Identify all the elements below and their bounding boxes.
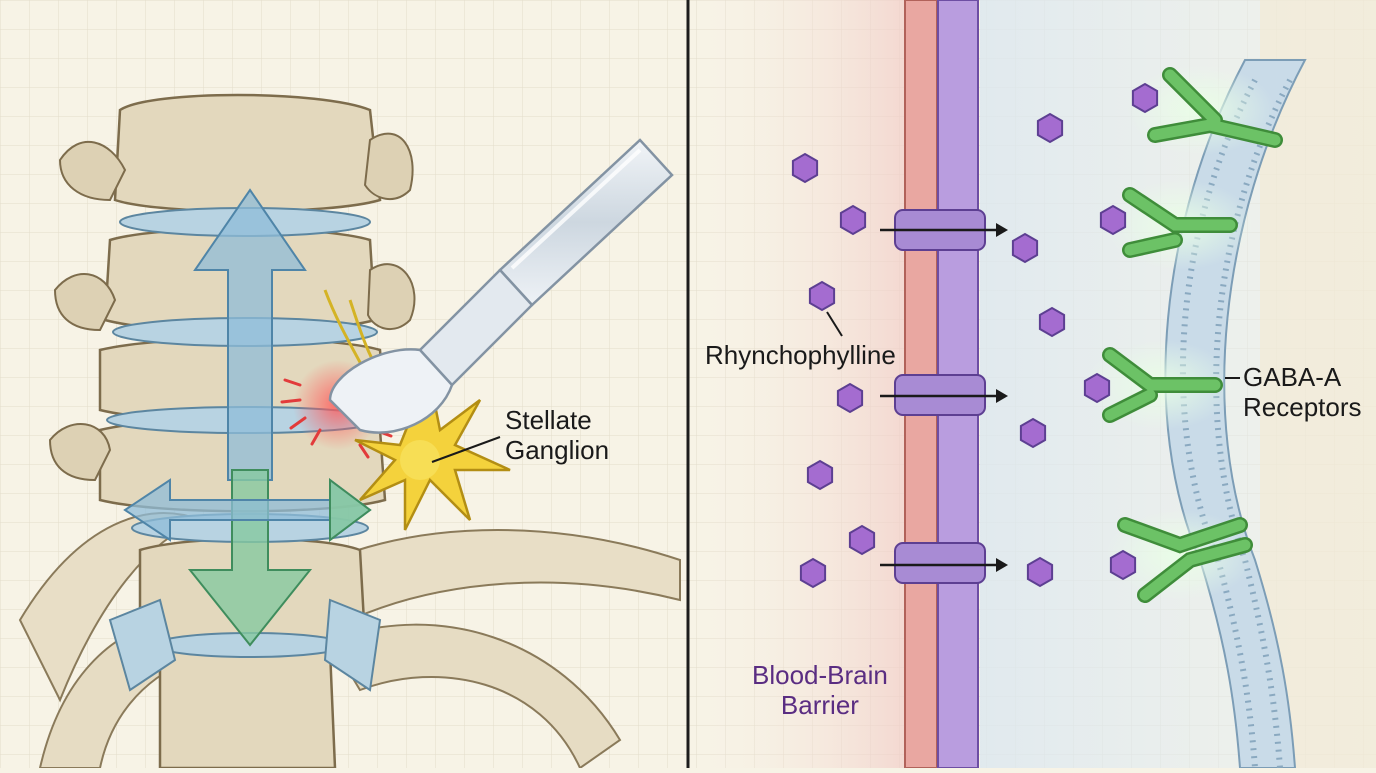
molecule-15: [1083, 372, 1111, 404]
rib-right-lower: [328, 623, 622, 770]
rhynchophylline-pointer: [826, 311, 843, 337]
receptor-2: [1105, 180, 1255, 270]
arrow-horizontal-right-tip: [329, 478, 372, 542]
gaba-label-line1: GABA-A: [1243, 362, 1342, 392]
bbb-label-line1: Blood-Brain: [752, 660, 888, 690]
inflammation-marks: [280, 378, 393, 459]
transporter-2: [880, 374, 1008, 416]
molecule-11: [1019, 417, 1047, 449]
molecule-5: [806, 459, 834, 491]
pipette-tip: [328, 348, 454, 434]
rhynchophylline-label: Rhynchophylline: [705, 340, 896, 370]
joint-pad-right: [323, 598, 382, 692]
molecule-12: [1026, 556, 1054, 588]
stellate-pointer: [431, 436, 501, 463]
process-left-2: [53, 273, 117, 332]
process-right-2: [366, 263, 416, 330]
molecule-4: [836, 382, 864, 414]
rib-right-upper: [328, 529, 681, 622]
transporter-1: [880, 209, 1008, 251]
receptor-4: [1105, 510, 1255, 603]
process-left-3: [48, 423, 112, 482]
molecule-10: [1038, 306, 1066, 338]
pipette-shine: [510, 148, 642, 270]
brain-edge-tint: [1260, 0, 1376, 768]
molecule-14: [1099, 204, 1127, 236]
left-panel-spine: [18, 93, 681, 770]
molecule-13: [1131, 82, 1159, 114]
blood-side-tint: [690, 0, 905, 768]
molecule-1: [791, 152, 819, 184]
stellate-ganglion-label: Stellate Ganglion: [505, 405, 609, 465]
vertebra-6: [158, 641, 337, 770]
bbb-label-line2: Barrier: [780, 690, 859, 720]
molecule-16: [1109, 549, 1137, 581]
molecule-7: [799, 557, 827, 589]
arrow-down-green: [187, 469, 313, 647]
process-left-1: [58, 141, 127, 202]
molecule-8: [1036, 112, 1064, 144]
process-right-1: [363, 132, 414, 200]
molecule-2: [839, 204, 867, 236]
ganglion-center: [400, 440, 440, 480]
molecule-3: [808, 280, 836, 312]
receptor-3: [1085, 340, 1235, 430]
molecules: [791, 82, 1159, 589]
receptor-1: [1125, 65, 1283, 155]
stellate-label-line1: Stellate: [505, 405, 592, 435]
molecule-6: [848, 524, 876, 556]
stellate-label-line2: Ganglion: [505, 435, 610, 465]
transporter-3: [880, 542, 1008, 584]
blood-brain-barrier-label: Blood-Brain Barrier: [752, 660, 888, 720]
gaba-receptors-label: GABA-A Receptors: [1243, 362, 1362, 422]
molecule-9: [1011, 232, 1039, 264]
gaba-label-line2: Receptors: [1243, 392, 1362, 422]
right-panel-bbb: [690, 0, 1376, 769]
injection-pipette: [328, 138, 674, 434]
vertebra-1: [113, 93, 382, 213]
joint-pad-left: [108, 598, 177, 692]
